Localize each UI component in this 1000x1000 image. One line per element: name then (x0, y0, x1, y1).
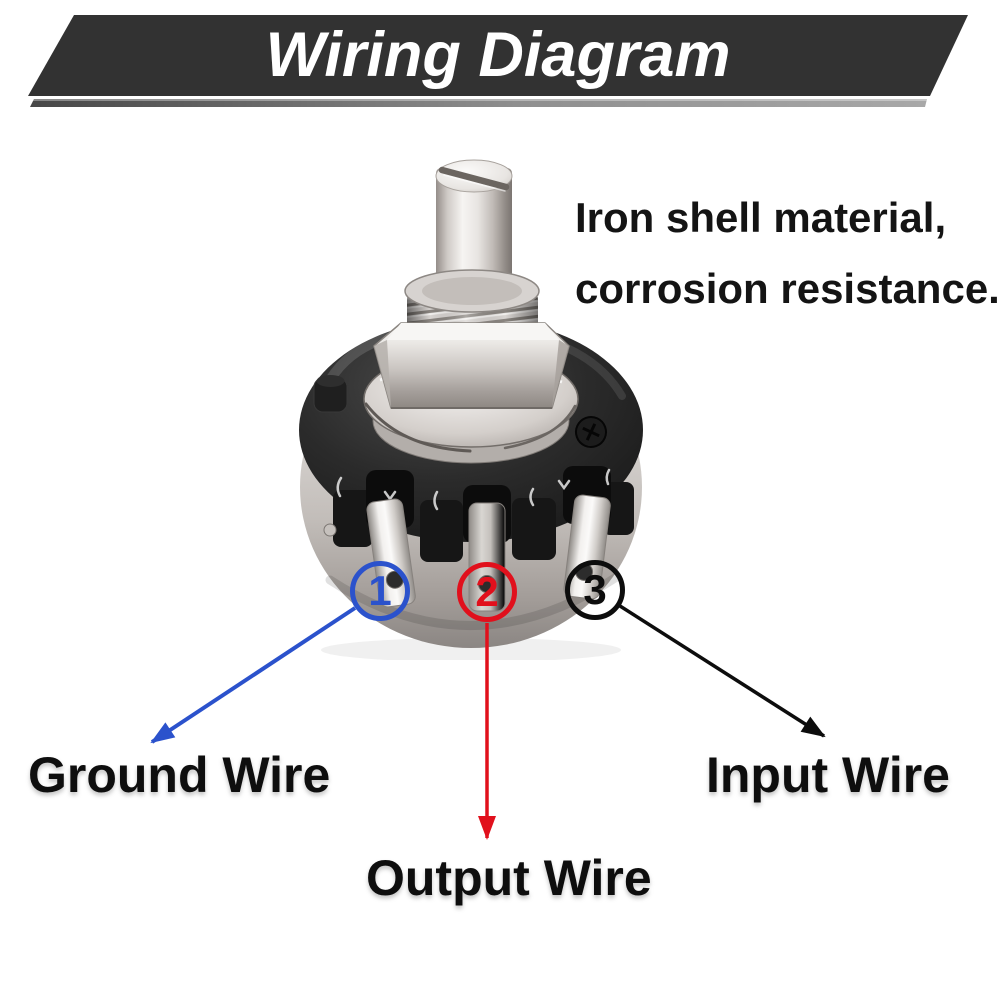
terminal-3-marker: 3 (565, 560, 625, 620)
page-title: Wiring Diagram (265, 20, 731, 90)
pot-locating-pin (313, 375, 348, 413)
banner: Wiring Diagram (28, 15, 968, 96)
terminal-2-marker: 2 (457, 562, 517, 622)
terminal-1-marker: 1 (350, 561, 410, 621)
pot-hex-nut (373, 322, 570, 409)
feature-note: Iron shell material, corrosion resistanc… (575, 182, 1000, 324)
feature-note-line2: corrosion resistance. (575, 265, 1000, 312)
ground-wire-label: Ground Wire (28, 747, 331, 803)
terminal-1-number: 1 (368, 567, 392, 614)
pot-castellation (333, 482, 634, 562)
output-wire-label: Output Wire (366, 850, 652, 906)
pot-rivet (323, 523, 337, 537)
banner-underline-stripe (30, 99, 927, 107)
terminal-2-number: 2 (475, 568, 499, 615)
pot-molded-mark (575, 416, 607, 448)
feature-note-line1: Iron shell material, (575, 194, 947, 241)
input-wire-label: Input Wire (706, 747, 950, 803)
terminal-3-number: 3 (583, 566, 607, 613)
pot-shadow (321, 638, 621, 660)
